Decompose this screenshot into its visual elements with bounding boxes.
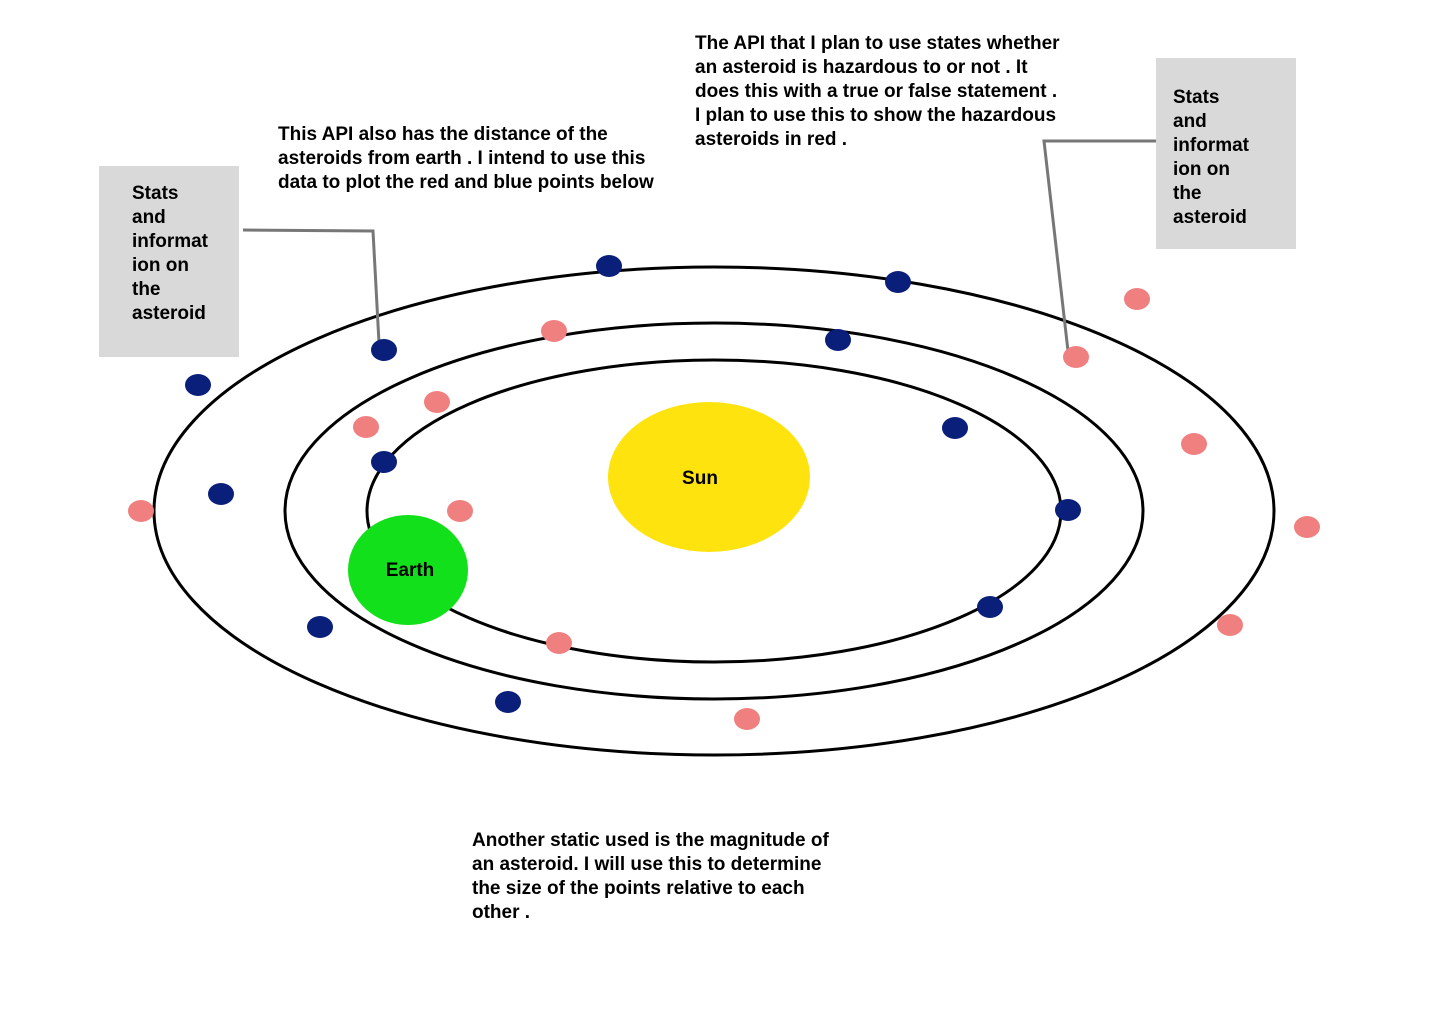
- distance-annotation: This API also has the distance of the as…: [278, 124, 654, 193]
- magnitude-annotation: Another static used is the magnitude of …: [472, 830, 829, 923]
- asteroid-hazardous[interactable]: [128, 500, 154, 522]
- right-connector-line: [1042, 139, 1156, 352]
- asteroid-hazardous[interactable]: [1124, 288, 1150, 310]
- asteroid-info-text-right: Stats and informat ion on the asteroid: [1173, 87, 1249, 228]
- asteroid-hazardous[interactable]: [734, 708, 760, 730]
- asteroid-non-hazardous[interactable]: [942, 417, 968, 439]
- asteroid-non-hazardous[interactable]: [495, 691, 521, 713]
- asteroid-hazardous[interactable]: [1217, 614, 1243, 636]
- asteroid-non-hazardous[interactable]: [185, 374, 211, 396]
- asteroid-info-box-right: Stats and informat ion on the asteroid: [1156, 58, 1296, 249]
- asteroid-non-hazardous[interactable]: [371, 451, 397, 473]
- sun: [608, 402, 810, 552]
- asteroid-non-hazardous[interactable]: [596, 255, 622, 277]
- asteroid-hazardous[interactable]: [1063, 346, 1089, 368]
- asteroid-non-hazardous[interactable]: [371, 339, 397, 361]
- asteroid-hazardous[interactable]: [1294, 516, 1320, 538]
- asteroid-non-hazardous[interactable]: [208, 483, 234, 505]
- asteroid-non-hazardous[interactable]: [307, 616, 333, 638]
- asteroid-hazardous[interactable]: [1181, 433, 1207, 455]
- asteroid-info-text-left: Stats and informat ion on the asteroid: [132, 183, 208, 324]
- sun-label: Sun: [682, 468, 718, 489]
- asteroid-hazardous[interactable]: [541, 320, 567, 342]
- asteroid-non-hazardous[interactable]: [977, 596, 1003, 618]
- middle-orbit: [283, 321, 1145, 701]
- earth: [348, 515, 468, 625]
- asteroid-hazardous[interactable]: [546, 632, 572, 654]
- asteroid-hazardous[interactable]: [424, 391, 450, 413]
- asteroid-hazardous[interactable]: [447, 500, 473, 522]
- left-connector-line: [242, 228, 381, 344]
- asteroid-non-hazardous[interactable]: [885, 271, 911, 293]
- asteroid-hazardous[interactable]: [353, 416, 379, 438]
- earth-label: Earth: [386, 560, 435, 581]
- hazard-annotation: The API that I plan to use states whethe…: [695, 33, 1060, 150]
- asteroid-non-hazardous[interactable]: [1055, 499, 1081, 521]
- asteroid-non-hazardous[interactable]: [825, 329, 851, 351]
- asteroid-info-box-left: Stats and informat ion on the asteroid: [99, 166, 239, 357]
